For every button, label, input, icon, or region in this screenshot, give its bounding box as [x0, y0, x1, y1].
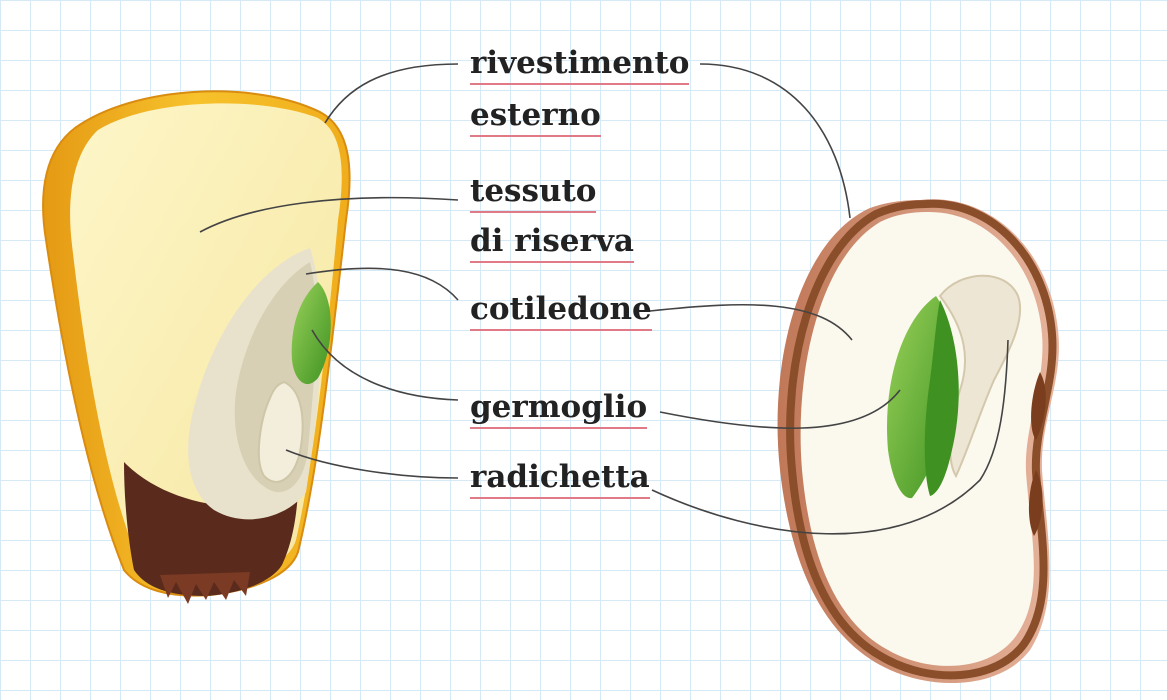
label-seed-coat-line2: esterno [470, 96, 601, 137]
leader-seed-coat-corn [325, 64, 458, 123]
label-cotyledon: cotiledone [470, 290, 652, 331]
label-reserve-line1: tessuto [470, 172, 596, 213]
label-shoot: germoglio [470, 388, 647, 429]
label-radicle: radichetta [470, 458, 650, 499]
corn-seed-illustration [43, 91, 350, 604]
label-seed-coat-line1: rivestimento [470, 44, 689, 85]
bean-seed-illustration [778, 199, 1059, 683]
leader-shoot-corn [312, 330, 458, 400]
leader-seed-coat-bean [700, 64, 850, 218]
label-reserve-line2: di riserva [470, 222, 634, 263]
